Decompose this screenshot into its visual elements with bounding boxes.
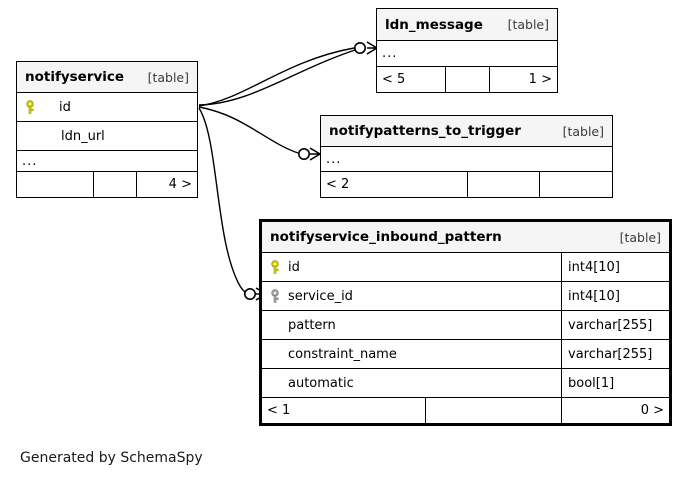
- column-type-cell: varchar[255]: [561, 340, 669, 368]
- table-ellipsis-row-notifypatterns-to-trigger: ...: [321, 146, 612, 171]
- footer-cell-right: 0 >: [561, 398, 669, 423]
- optionality-circle-ldn-message: [353, 41, 366, 54]
- ellipsis-label: ...: [326, 151, 342, 167]
- column-type-cell: int4[10]: [561, 282, 669, 310]
- column-name-cell: service_id: [262, 289, 561, 304]
- table-column-row-service-id[interactable]: service_id int4[10]: [262, 281, 669, 310]
- foreign-key-icon: [268, 288, 282, 304]
- column-name-cell: id: [17, 100, 197, 115]
- column-name-cell: id: [262, 260, 561, 275]
- table-tag-notifyservice-inbound-pattern: [table]: [619, 229, 661, 245]
- footer-cell-left: < 1: [267, 403, 291, 418]
- relationship-edge-inbound-pattern: [198, 107, 249, 295]
- column-type-cell: int4[10]: [561, 253, 669, 281]
- column-type-cell: bool[1]: [561, 369, 669, 397]
- table-header-ldn-message: ldn_message [table]: [377, 9, 557, 40]
- column-name-cell: ldn_url: [17, 129, 197, 144]
- column-label: pattern: [288, 317, 336, 333]
- table-ellipsis-row-notifyservice: ...: [17, 150, 197, 171]
- table-node-notifyservice-inbound-pattern[interactable]: notifyservice_inbound_pattern [table] id…: [259, 219, 672, 426]
- footer-cell-middle: [92, 172, 136, 197]
- footer-cell-right: 4 >: [135, 172, 197, 197]
- table-title-notifypatterns-to-trigger: notifypatterns_to_trigger: [329, 123, 521, 139]
- optionality-circle-inbound-pattern: [244, 287, 257, 300]
- crowfoot-notifypatterns: [309, 147, 321, 161]
- column-name-cell: pattern: [262, 318, 561, 333]
- table-column-row-constraint-name[interactable]: constraint_name varchar[255]: [262, 339, 669, 368]
- table-footer-notifypatterns-to-trigger: < 2: [321, 171, 612, 197]
- table-footer-notifyservice: 4 >: [17, 171, 197, 197]
- column-name-cell: automatic: [262, 376, 561, 391]
- table-footer-notifyservice-inbound-pattern: < 1 0 >: [262, 397, 669, 423]
- footer-cell-left: < 5: [382, 72, 406, 87]
- footer-cell-right: [539, 172, 612, 197]
- table-footer-ldn-message: < 5 1 >: [377, 66, 557, 92]
- column-label: ldn_url: [61, 128, 105, 144]
- footer-cell-right: 1 >: [488, 67, 557, 92]
- table-title-ldn-message: ldn_message: [385, 16, 483, 33]
- table-header-notifypatterns-to-trigger: notifypatterns_to_trigger [table]: [321, 116, 612, 146]
- optionality-circle-notifypatterns: [297, 148, 310, 161]
- column-label: constraint_name: [288, 346, 397, 362]
- column-label: service_id: [288, 288, 353, 304]
- footer-cell-left: < 2: [326, 177, 350, 192]
- primary-key-icon: [23, 99, 37, 115]
- column-name-cell: constraint_name: [262, 347, 561, 362]
- primary-key-icon: [268, 259, 282, 275]
- table-tag-notifyservice: [table]: [147, 69, 189, 85]
- diagram-caption: Generated by SchemaSpy: [20, 450, 203, 466]
- table-header-notifyservice-inbound-pattern: notifyservice_inbound_pattern [table]: [262, 222, 669, 252]
- relationship-edge-ldn-message-1: [198, 49, 356, 106]
- table-column-row-id[interactable]: id: [17, 92, 197, 121]
- table-node-ldn-message[interactable]: ldn_message [table] ... < 5 1 >: [376, 8, 558, 93]
- table-header-notifyservice: notifyservice [table]: [17, 62, 197, 92]
- column-label: id: [288, 259, 300, 275]
- table-tag-ldn-message: [table]: [507, 17, 549, 32]
- column-type-cell: varchar[255]: [561, 311, 669, 339]
- column-label: automatic: [288, 375, 354, 391]
- relationship-edge-ldn-message-2: [198, 47, 355, 107]
- footer-cell-middle: [466, 172, 540, 197]
- ellipsis-label: ...: [382, 46, 398, 61]
- table-node-notifyservice[interactable]: notifyservice [table] id ldn_url: [16, 61, 198, 198]
- table-column-row-id[interactable]: id int4[10]: [262, 252, 669, 281]
- table-column-row-pattern[interactable]: pattern varchar[255]: [262, 310, 669, 339]
- table-title-notifyservice-inbound-pattern: notifyservice_inbound_pattern: [270, 229, 502, 245]
- column-label: id: [59, 99, 71, 115]
- relationship-edge-notifypatterns: [198, 106, 299, 154]
- ellipsis-label: ...: [22, 153, 38, 169]
- footer-cell-middle: [445, 67, 488, 92]
- table-tag-notifypatterns-to-trigger: [table]: [562, 123, 604, 139]
- table-node-notifypatterns-to-trigger[interactable]: notifypatterns_to_trigger [table] ... < …: [320, 115, 613, 198]
- table-column-row-ldn-url[interactable]: ldn_url: [17, 121, 197, 150]
- footer-cell-left: [17, 172, 93, 197]
- table-title-notifyservice: notifyservice: [25, 69, 125, 85]
- footer-cell-middle: [424, 398, 561, 423]
- table-column-row-automatic[interactable]: automatic bool[1]: [262, 368, 669, 397]
- table-ellipsis-row-ldn-message: ...: [377, 40, 557, 66]
